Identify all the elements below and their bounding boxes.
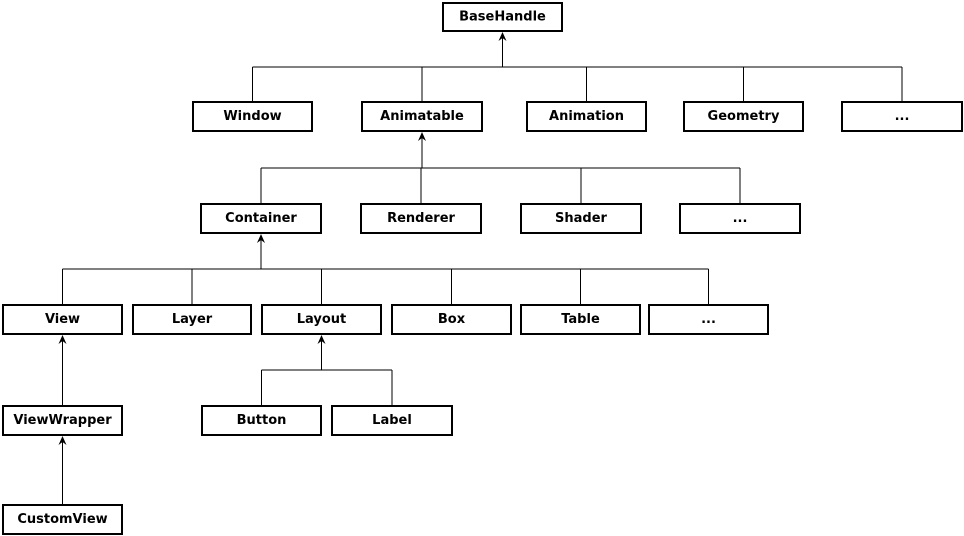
node-label-basehandle: BaseHandle (459, 10, 546, 25)
node-renderer: Renderer (360, 203, 482, 234)
arrowhead-viewwrapper (58, 436, 67, 445)
node-box: Box (391, 304, 512, 335)
node-viewwrapper: ViewWrapper (2, 405, 123, 436)
node-label-renderer: Renderer (387, 211, 455, 226)
node-label-animation: Animation (549, 109, 624, 124)
arrowhead-animatable (418, 132, 426, 141)
node-label-layer: Layer (172, 312, 213, 327)
node-label-customview: CustomView (17, 512, 107, 527)
node-shader: Shader (520, 203, 642, 234)
node-label-viewwrapper: ViewWrapper (13, 413, 112, 428)
node-label-layout: Layout (297, 312, 347, 327)
arrowhead-basehandle (498, 32, 507, 41)
node-table: Table (520, 304, 641, 335)
node-window: Window (192, 101, 313, 132)
node-label-label: Label (372, 413, 412, 428)
arrowhead-layout (317, 335, 326, 344)
node-animation: Animation (526, 101, 647, 132)
node-geometry: Geometry (683, 101, 804, 132)
node-label: Label (331, 405, 453, 436)
node-more-level2: ... (679, 203, 801, 234)
node-more-level1: ... (841, 101, 963, 132)
node-label-table: Table (561, 312, 600, 327)
node-label-more-level2: ... (733, 211, 748, 226)
arrowhead-container (257, 234, 265, 243)
node-layer: Layer (132, 304, 252, 335)
node-label-button: Button (237, 413, 287, 428)
node-label-more-level1: ... (895, 109, 910, 124)
node-label-geometry: Geometry (708, 109, 780, 124)
node-label-window: Window (223, 109, 281, 124)
arrowhead-view (58, 335, 67, 344)
node-label-animatable: Animatable (380, 109, 464, 124)
node-label-view: View (45, 312, 80, 327)
node-button: Button (201, 405, 322, 436)
node-label-container: Container (225, 211, 297, 226)
node-container: Container (200, 203, 322, 234)
node-label-box: Box (438, 312, 466, 327)
inheritance-edges (58, 32, 903, 505)
node-label-more-level3: ... (701, 312, 716, 327)
node-basehandle: BaseHandle (442, 2, 563, 32)
node-label-shader: Shader (555, 211, 608, 226)
node-view: View (2, 304, 123, 335)
node-layout: Layout (261, 304, 382, 335)
node-animatable: Animatable (361, 101, 483, 132)
node-more-level3: ... (648, 304, 769, 335)
node-customview: CustomView (2, 504, 123, 535)
